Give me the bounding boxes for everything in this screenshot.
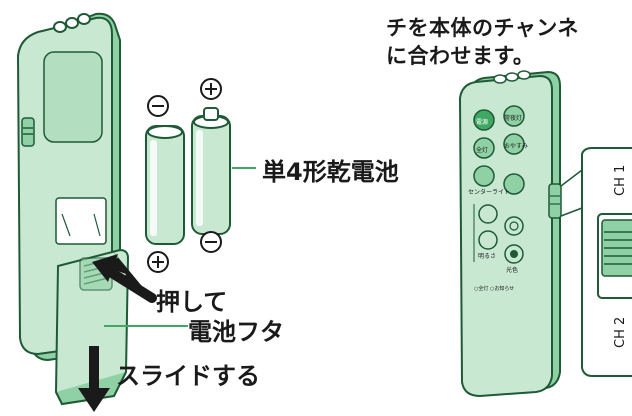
ir-sensor-icons: [53, 13, 91, 33]
channel-1-label: CH 1: [613, 165, 628, 196]
button-label-power: 電源: [476, 118, 488, 126]
slide-label: スライドする: [116, 362, 260, 390]
minus-symbol-icon: [200, 231, 222, 253]
battery-left: [145, 125, 185, 245]
press-label: 押して: [156, 288, 228, 316]
instruction-line-1: チを本体のチャンネ: [386, 16, 579, 40]
battery-right: [191, 107, 231, 235]
channel-switch-zoom: [581, 147, 632, 377]
channel-2-label: CH 2: [613, 317, 628, 348]
button-label-center: センターライト: [468, 188, 510, 196]
button-label-brightness: 明るさ: [478, 253, 496, 260]
minus-symbol-icon: [147, 95, 169, 117]
instruction-line-2: に合わせます。: [386, 44, 535, 68]
remote-back-illustration: [16, 12, 130, 406]
remote-buttons: [473, 105, 525, 264]
button-label-night: 常夜灯: [504, 114, 522, 122]
button-label-full: 全灯: [476, 146, 488, 154]
battery-cover-label: 電池フタ: [188, 318, 284, 346]
remote-note: ○全灯 ○お知らせ: [474, 285, 514, 292]
button-label-sleep: おやすみ: [504, 142, 528, 150]
slide-down-arrow-icon: [78, 346, 110, 412]
plus-symbol-icon: [200, 78, 222, 100]
remote-front-illustration: [458, 70, 562, 398]
plus-symbol-icon: [147, 251, 169, 273]
battery-type-label: 単4形乾電池: [262, 158, 399, 186]
button-label-color: 光色: [506, 266, 518, 274]
